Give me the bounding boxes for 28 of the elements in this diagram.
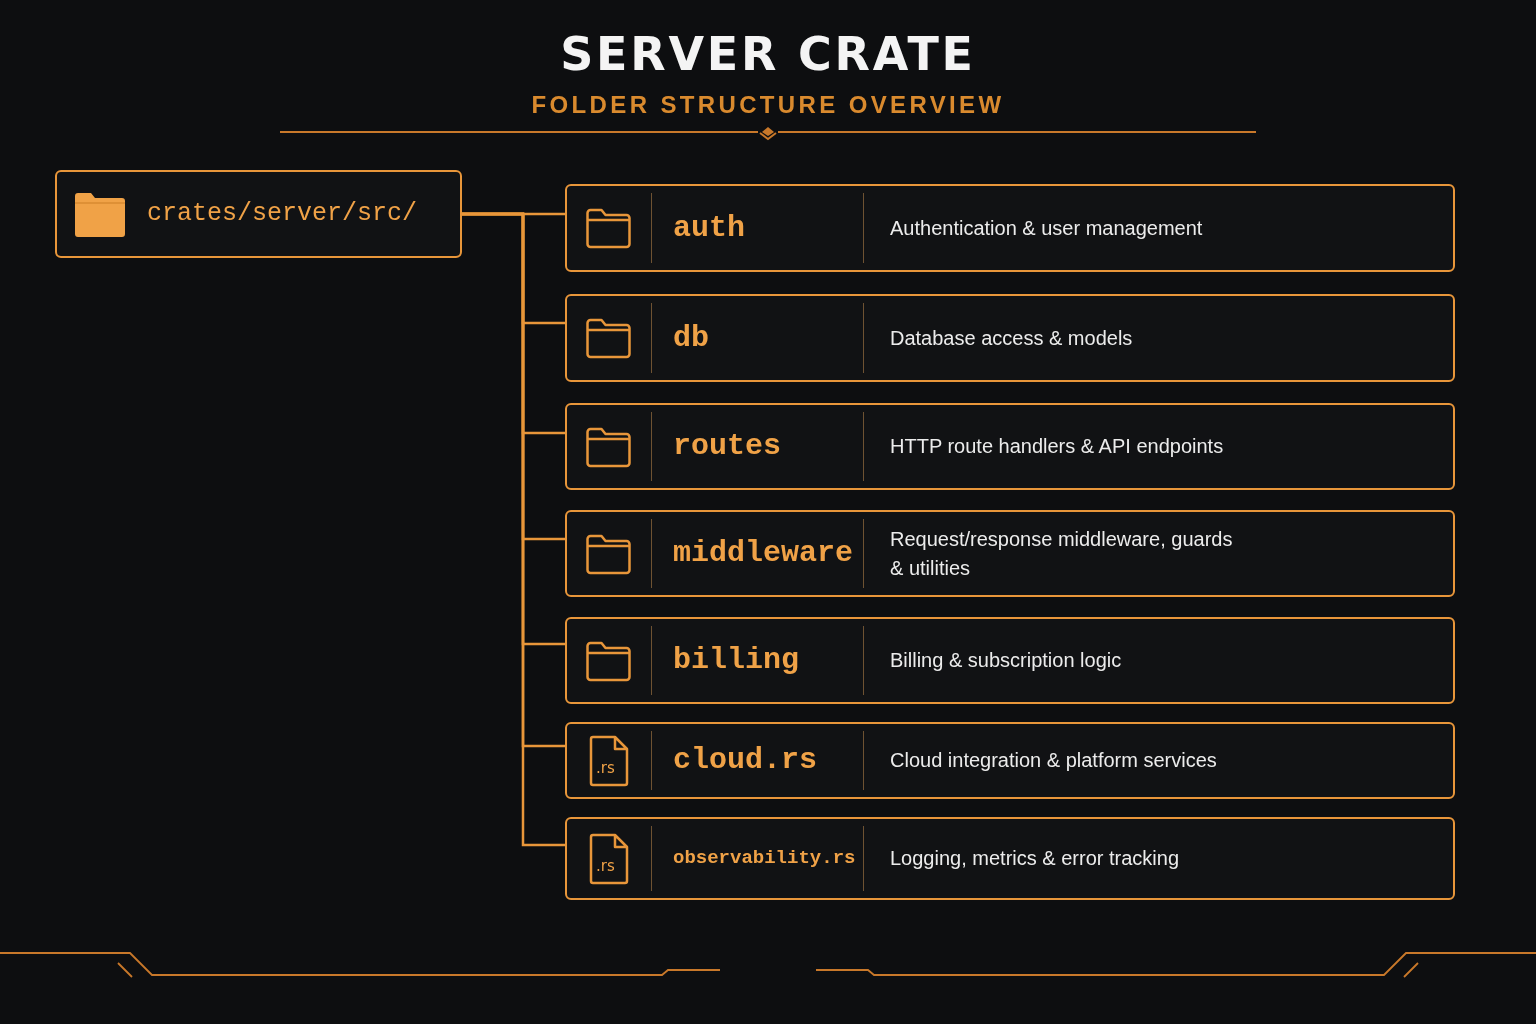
description-text: Authentication & user management xyxy=(890,215,1203,241)
title: SERVER CRATE xyxy=(560,26,976,82)
folder-name: auth xyxy=(673,210,745,245)
tree-connector xyxy=(462,212,565,847)
folder-path: crates/server/src/ xyxy=(147,198,418,231)
file-name: cloud.rs xyxy=(673,743,818,777)
subtitle: FOLDER STRUCTURE OVERVIEW xyxy=(531,90,1005,120)
folder-row-box xyxy=(565,294,1455,382)
folder-name: middleware xyxy=(673,536,854,570)
file-name: observability.rs xyxy=(673,847,856,870)
folder-row-box xyxy=(565,510,1455,597)
file-extension-label: .rs xyxy=(596,758,615,777)
folder-row-box xyxy=(565,722,1455,799)
description-text: Database access & models xyxy=(890,325,1133,351)
folder-name: routes xyxy=(673,429,782,463)
description-text: HTTP route handlers & API endpoints xyxy=(890,434,1224,459)
description-text: Logging, metrics & error tracking xyxy=(890,846,1179,871)
description-text: Cloud integration & platform services xyxy=(890,748,1217,773)
folder-row-box xyxy=(565,184,1455,272)
description-text: Billing & subscription logic xyxy=(890,648,1122,673)
folder-name: billing xyxy=(673,643,800,677)
folder-box xyxy=(55,170,462,258)
folder-name: db xyxy=(673,320,709,355)
folder-row-box xyxy=(565,403,1455,490)
description-text: Request/response middleware, guards & utilities xyxy=(890,526,1234,581)
folder-row-box xyxy=(565,617,1455,704)
folder-row-box xyxy=(565,817,1455,900)
file-extension-label: .rs xyxy=(596,856,615,875)
